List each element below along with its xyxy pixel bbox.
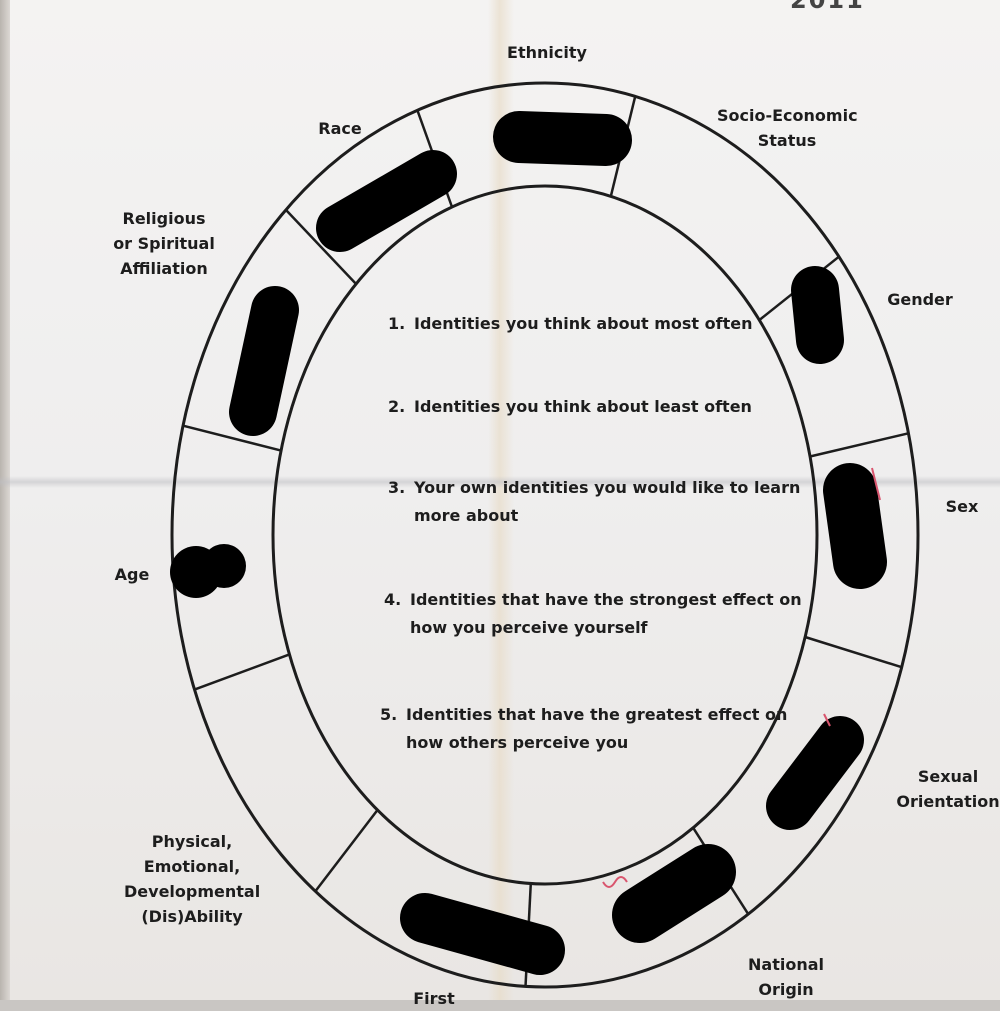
question-number: 4. (384, 590, 402, 609)
redaction-mark (316, 150, 457, 252)
redaction-mark (791, 266, 844, 364)
label-line: Religious (122, 209, 206, 228)
question-3: 3. Your own identities you would like to … (388, 474, 800, 530)
question-number: 5. (380, 705, 398, 724)
segment-divider (194, 653, 290, 691)
segment-dividers (182, 96, 909, 987)
label-line: (Dis)Ability (141, 907, 243, 926)
redaction-marks (170, 111, 887, 975)
label-line: Race (318, 119, 362, 138)
label-line: Sexual (917, 767, 979, 786)
redaction-mark (400, 893, 565, 975)
pen-mark (823, 713, 831, 727)
label-line: Status (757, 131, 817, 150)
label-line: Orientation (896, 792, 1000, 811)
label-race: Race (310, 116, 370, 141)
question-4: 4. Identities that have the strongest eff… (384, 586, 802, 642)
label-age: Age (110, 562, 154, 587)
question-text: Identities you think about most often (414, 314, 753, 333)
label-sexual-orientation: Sexual Orientation (896, 764, 1000, 814)
label-sex: Sex (940, 494, 984, 519)
label-line: Age (114, 565, 150, 584)
question-text: Identities you think about least often (414, 397, 752, 416)
label-physical-ability: Physical, Emotional, Developmental (Dis)… (124, 829, 260, 929)
question-number: 1. (388, 314, 406, 333)
redaction-mark (766, 716, 864, 830)
wheel-inner-ring (271, 184, 819, 886)
horizontal-fold-crease (0, 476, 1000, 488)
question-text: Identities that have the greatest effect… (406, 705, 788, 724)
question-text: Identities that have the strongest effec… (410, 590, 802, 609)
question-2: 2. Identities you think about least often (388, 393, 752, 421)
pen-marks (602, 467, 881, 888)
label-socio-economic-status: Socio-Economic Status (717, 103, 858, 153)
label-first-language: First (404, 986, 464, 1011)
label-line: Sex (945, 497, 979, 516)
label-line: First (413, 989, 455, 1008)
paper-edge-shadow (0, 0, 10, 1000)
question-number: 3. (388, 478, 406, 497)
corner-text: 2011 (790, 0, 865, 14)
question-text-cont: how you perceive yourself (410, 618, 648, 637)
question-text: Your own identities you would like to le… (414, 478, 801, 497)
question-text-cont: more about (414, 506, 519, 525)
label-line: Origin (758, 980, 814, 999)
redaction-mark (493, 111, 632, 166)
label-line: Physical, (151, 832, 233, 851)
label-line: Emotional, (143, 857, 241, 876)
pen-mark (871, 467, 881, 501)
label-line: Gender (887, 290, 953, 309)
label-line: National (748, 955, 824, 974)
segment-divider (314, 809, 379, 892)
question-5: 5. Identities that have the greatest effe… (380, 701, 787, 757)
label-ethnicity: Ethnicity (500, 40, 594, 65)
segment-divider (804, 635, 903, 669)
segment-divider (809, 432, 909, 458)
redaction-mark (202, 544, 246, 588)
label-gender: Gender (882, 287, 958, 312)
segment-divider (284, 209, 358, 285)
label-line: Developmental (124, 882, 261, 901)
question-text-cont: how others perceive you (406, 733, 629, 752)
label-line: Socio-Economic (717, 106, 858, 125)
vertical-fold-crease (488, 0, 514, 1000)
redaction-mark (823, 463, 887, 589)
label-line: or Spiritual (113, 234, 215, 253)
redaction-mark (229, 286, 299, 436)
label-line: Affiliation (120, 259, 208, 278)
wheel-outer-ring (170, 81, 920, 989)
label-line: Ethnicity (507, 43, 587, 62)
question-number: 2. (388, 397, 406, 416)
pen-mark (602, 876, 628, 888)
segment-divider (182, 424, 282, 452)
label-religious-affiliation: Religious or Spiritual Affiliation (108, 206, 220, 281)
redaction-mark (612, 844, 736, 943)
question-1: 1. Identities you think about most often (388, 310, 752, 338)
label-national-origin: National Origin (740, 952, 832, 1002)
